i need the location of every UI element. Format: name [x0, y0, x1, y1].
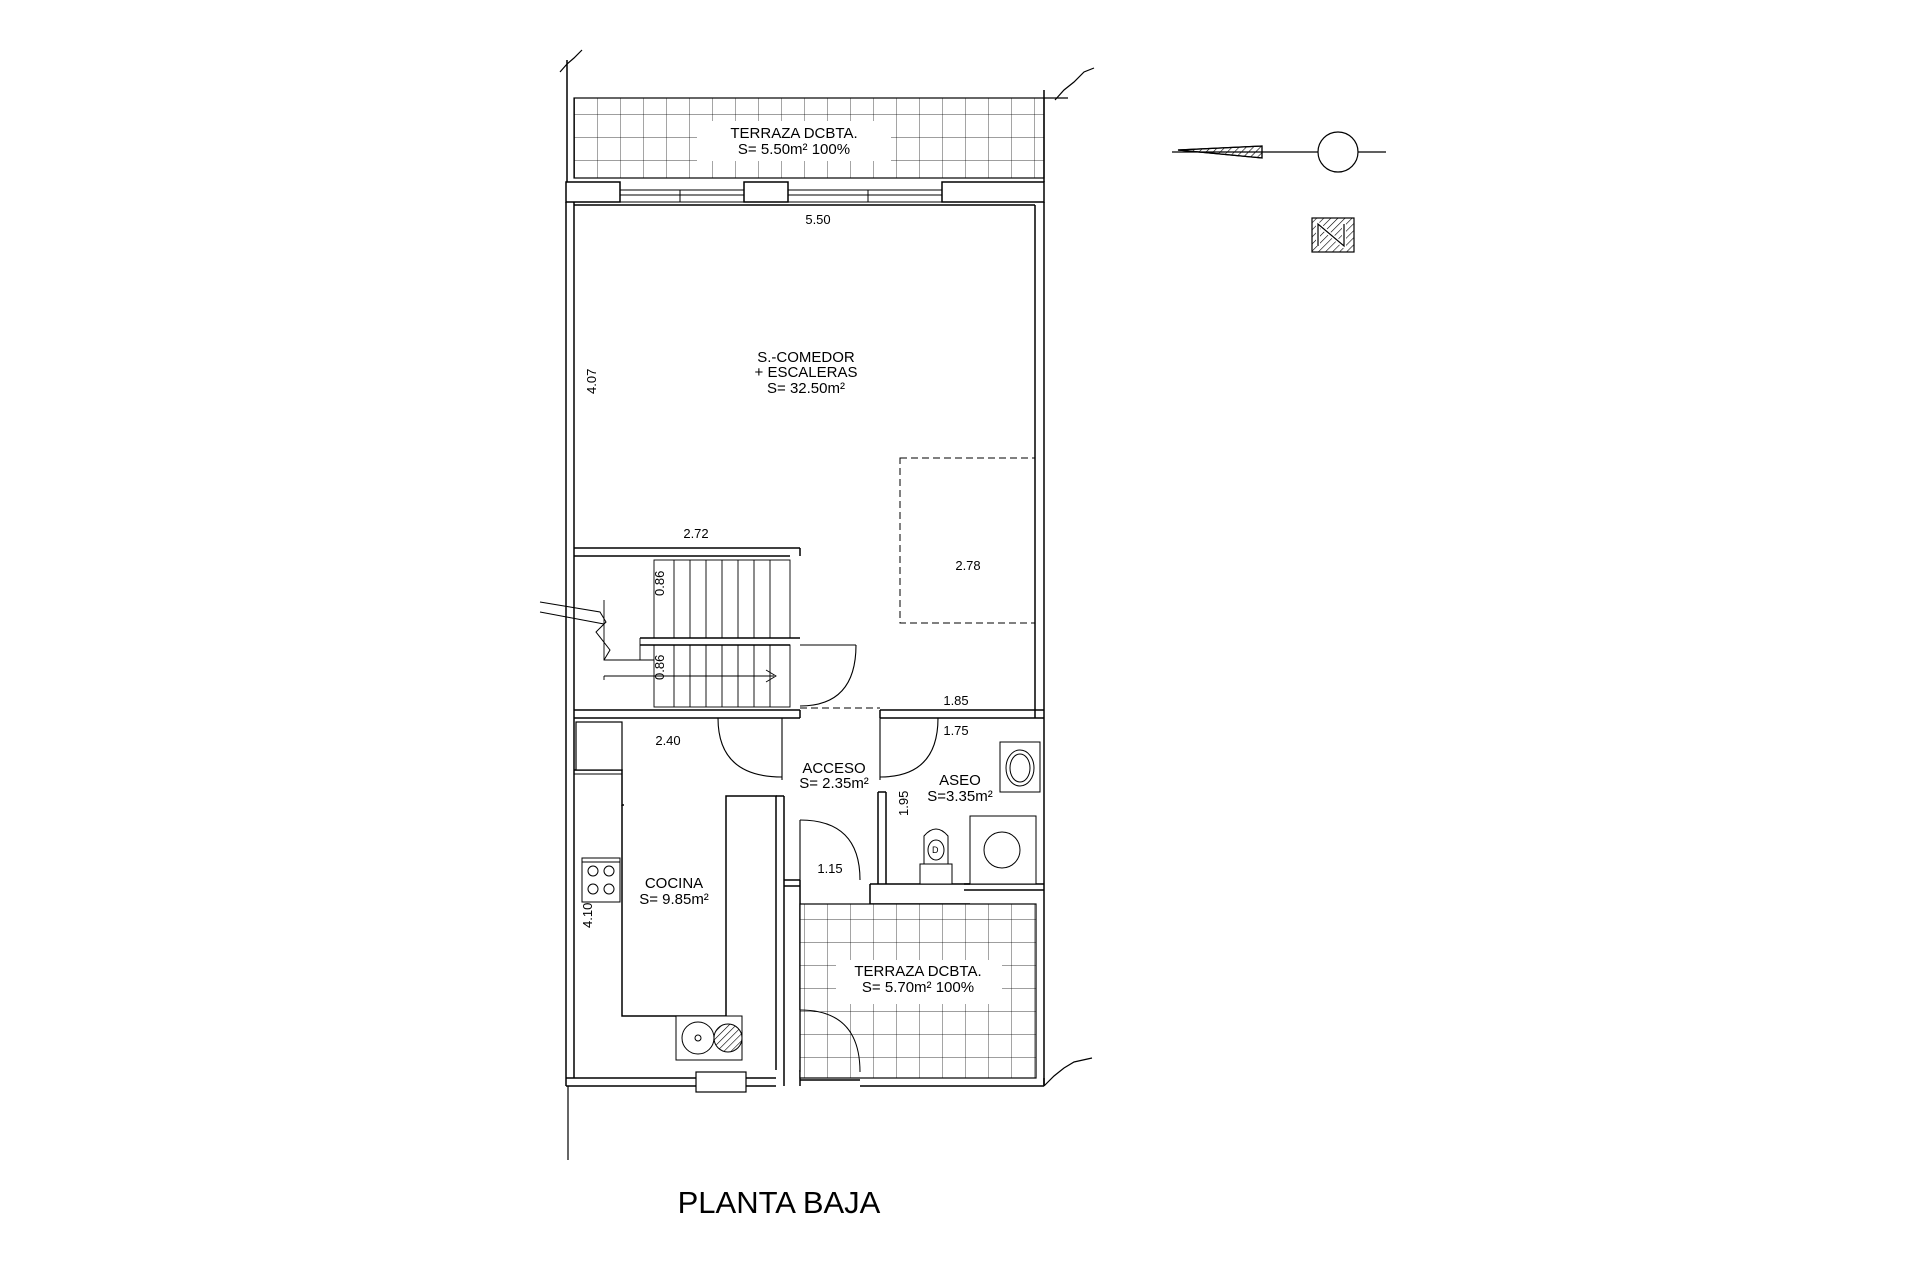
terraza-bottom-area: S= 5.70m² 100% [862, 979, 974, 996]
walls [565, 181, 1045, 1160]
toilet-icon: D [919, 828, 953, 885]
dim-hall-width-b: 1.75 [943, 723, 968, 738]
washing-machine-icon [969, 815, 1037, 885]
cocina-name: COCINA [645, 875, 703, 892]
dim-stair-step-a: 0.86 [652, 571, 667, 596]
salon-name-2: + ESCALERAS [755, 364, 858, 381]
fixtures: D [581, 741, 1041, 1061]
north-mark-icon [1311, 217, 1355, 253]
dim-stair-step-b: 0.86 [652, 655, 667, 680]
dim-top-width: 5.50 [805, 212, 830, 227]
terraza-top-name: TERRAZA DCBTA. [730, 125, 857, 142]
dim-stair-width: 2.72 [683, 526, 708, 541]
terraza-top-area: S= 5.50m² 100% [738, 141, 850, 158]
cocina-area: S= 9.85m² [639, 891, 709, 908]
dim-hall-width-a: 1.85 [943, 693, 968, 708]
terrace-bottom [799, 903, 1093, 1087]
dim-salon-depth: 4.07 [584, 369, 599, 394]
dim-aseo-depth: 1.95 [896, 791, 911, 816]
terraza-bottom-name: TERRAZA DCBTA. [854, 963, 981, 980]
aseo-name: ASEO [939, 772, 981, 789]
stair-void-outline [899, 457, 1036, 624]
acceso-name: ACCESO [802, 760, 865, 777]
acceso-area: S= 2.35m² [799, 775, 869, 792]
doors [717, 644, 939, 881]
plan-title: PLANTA BAJA [678, 1185, 881, 1220]
dim-passage-width: 1.15 [817, 861, 842, 876]
dim-dashed-zone: 2.78 [955, 558, 980, 573]
terrace-top [559, 49, 1095, 182]
north-arrow-icon [1172, 131, 1386, 173]
stove-icon [581, 857, 621, 903]
salon-area: S= 32.50m² [767, 380, 845, 397]
svg-text:D: D [932, 845, 939, 855]
dim-kitchen-depth: 4.10 [580, 903, 595, 928]
staircase [539, 559, 791, 708]
dim-kitchen-width: 2.40 [655, 733, 680, 748]
aseo-area: S=3.35m² [927, 788, 992, 805]
salon-name: S.-COMEDOR [757, 349, 855, 366]
